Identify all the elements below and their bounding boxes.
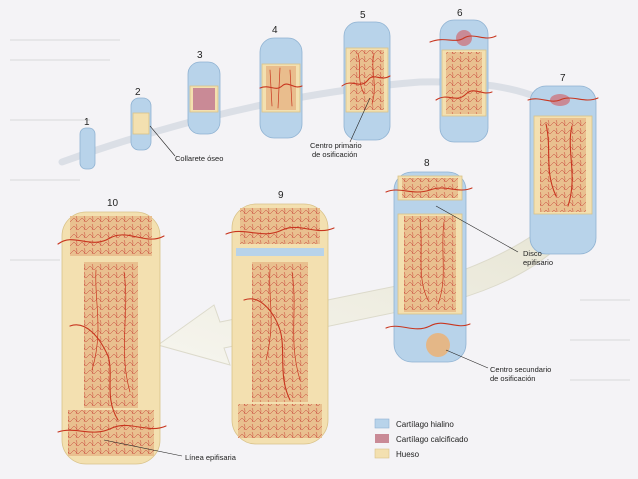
stage-number-4: 4 [272, 25, 278, 36]
legend-item-calcified: Cartílago calcificado [375, 434, 469, 444]
stage-9-growing-bone [225, 203, 335, 445]
label-disc-line1: Disco [523, 249, 542, 258]
legend-item-bone: Hueso [374, 448, 420, 459]
legend: Cartílago hialino Cartílago calcificado … [374, 418, 469, 459]
label-secondary-center-line2: de osificación [490, 374, 535, 383]
stage-number-6: 6 [457, 8, 463, 19]
stage-number-10: 10 [107, 198, 119, 209]
stage-1-cartilage-model [79, 127, 96, 170]
stage-number-2: 2 [135, 87, 141, 98]
legend-label-hyaline: Cartílago hialino [396, 420, 454, 429]
stage-number-5: 5 [360, 10, 366, 21]
label-primary-center-line2: de osificación [312, 150, 357, 159]
stage-10-mature-bone [57, 211, 167, 465]
stage-5-primary-ossification [341, 21, 391, 141]
stage-4-vascular-invasion [259, 37, 303, 139]
stage-8-epiphyseal-disc [385, 171, 473, 363]
legend-item-hyaline: Cartílago hialino [374, 418, 454, 429]
label-bone-collar: Collarete óseo [175, 154, 223, 163]
label-secondary-center-line1: Centro secundario [490, 365, 551, 374]
stage-7-secondary-center-start [527, 85, 599, 255]
stage-2-bone-collar [130, 97, 152, 151]
stage-number-1: 1 [84, 117, 90, 128]
stage-3-calcified-cartilage [187, 61, 221, 135]
label-primary-center-line1: Centro primario [310, 141, 362, 150]
label-disc-line2: epifisario [523, 258, 553, 267]
stage-number-3: 3 [197, 50, 203, 61]
stage-number-9: 9 [278, 190, 284, 201]
progression-arrow [156, 217, 576, 366]
stage-6-medullary-expansion [429, 19, 497, 143]
stage-number-8: 8 [424, 158, 430, 169]
background-texture [10, 39, 630, 381]
label-epiphyseal-line: Línea epifisaria [185, 453, 237, 462]
legend-label-calcified: Cartílago calcificado [396, 435, 469, 444]
stage-number-7: 7 [560, 73, 566, 84]
legend-label-bone: Hueso [396, 450, 420, 459]
